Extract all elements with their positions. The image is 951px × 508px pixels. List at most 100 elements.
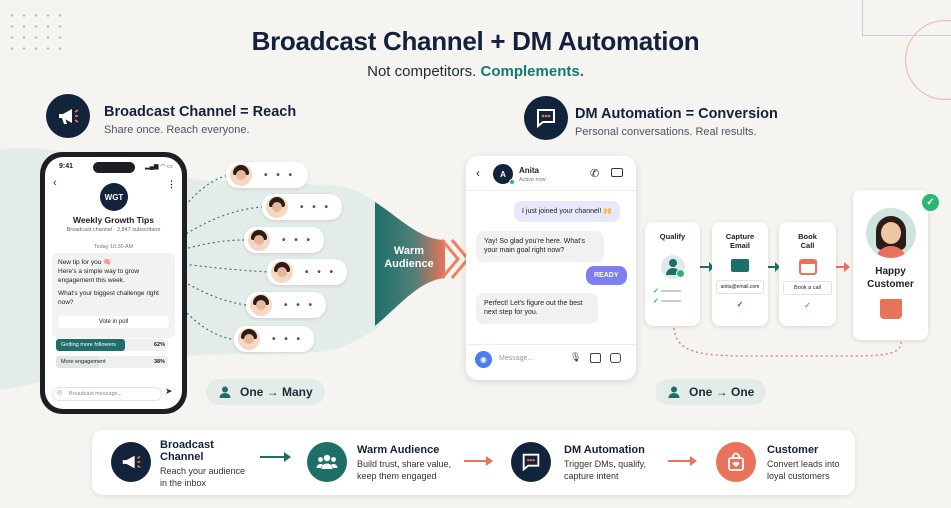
process-step-dm-automation: DM Automation Trigger DMs, qualify, capt… bbox=[564, 444, 660, 482]
more-vertical-icon[interactable]: ⋮ bbox=[167, 179, 176, 189]
channel-meta: Broadcast channel · 2,847 subscribers bbox=[66, 227, 161, 233]
phone-call-icon[interactable]: ✆ bbox=[590, 168, 600, 180]
person-avatar-icon bbox=[266, 196, 288, 218]
qualify-step-label: Qualify bbox=[659, 232, 686, 241]
dm-flow-connectors bbox=[673, 262, 902, 357]
chat-bubble-icon bbox=[524, 96, 568, 140]
typing-dots: • • • bbox=[282, 234, 314, 246]
one-to-many-pill: One → Many bbox=[206, 379, 325, 405]
post-line1: New tip for you 🧠 bbox=[58, 259, 112, 266]
process-step-desc: Build trust, share value, keep them enga… bbox=[357, 459, 452, 481]
dm-message-input[interactable]: Message... bbox=[499, 355, 534, 362]
one-to-one-label: One → One bbox=[689, 385, 755, 399]
typing-dots: • • • bbox=[300, 201, 332, 213]
process-step-warm-audience: Warm Audience Build trust, share value, … bbox=[357, 444, 457, 482]
typing-dots: • • • bbox=[264, 169, 296, 181]
poll-option-label: Getting more followers bbox=[61, 342, 117, 348]
person-icon bbox=[668, 386, 680, 398]
dm-chat-window: ‹ A Anita Active now ✆ I just joined you… bbox=[466, 156, 636, 380]
arrow-right-icon bbox=[464, 460, 488, 462]
incoming-message: I just joined your channel! 🙌 bbox=[514, 201, 621, 223]
dm-heading-subtitle: Personal conversations. Real results. bbox=[575, 126, 757, 138]
broadcast-heading-title: Broadcast Channel = Reach bbox=[104, 104, 297, 120]
person-avatar-icon bbox=[230, 164, 252, 186]
arrowhead bbox=[284, 452, 291, 462]
person-avatar-icon bbox=[238, 328, 260, 350]
ready-reply-button[interactable]: READY bbox=[586, 266, 627, 286]
poll-option-bar[interactable] bbox=[56, 356, 99, 368]
broadcast-post: New tip for you 🧠 Here's a simple way to… bbox=[52, 253, 175, 338]
back-chevron-icon[interactable]: ‹ bbox=[476, 166, 480, 180]
happy-customer-card: Happy Customer bbox=[853, 190, 928, 340]
funnel-chevrons bbox=[440, 239, 470, 279]
microphone-icon[interactable]: 🎙 bbox=[570, 352, 582, 362]
shopping-bag-icon bbox=[879, 299, 902, 319]
outgoing-message: Perfect! Let's figure out the best next … bbox=[476, 293, 598, 324]
vote-in-poll-button[interactable]: Vote in poll bbox=[58, 315, 169, 328]
poll-option-percent: 62% bbox=[154, 342, 166, 348]
success-check-icon: ✓ bbox=[922, 194, 939, 211]
chat-bubble-icon bbox=[511, 442, 551, 482]
typing-dots: • • • bbox=[272, 333, 304, 345]
customer-label: Happy Customer bbox=[867, 266, 914, 290]
one-to-one-pill: One → One bbox=[655, 379, 767, 405]
post-timestamp: Today 10:30 AM bbox=[93, 244, 134, 250]
page-title: Broadcast Channel + DM Automation bbox=[251, 26, 700, 56]
subscriber-bubble: • • • bbox=[262, 194, 342, 220]
phone-mockup: 9:41 ▂▄▆ ◠ ▭ ‹ ⋮ WGT Weekly Growth Tips … bbox=[40, 152, 187, 414]
envelope-icon bbox=[731, 258, 749, 272]
process-step-customer: Customer Convert leads into loyal custom… bbox=[767, 444, 853, 482]
person-avatar-icon bbox=[271, 261, 293, 283]
capture-email-step-label: Capture Email bbox=[725, 232, 755, 251]
process-step-title: Customer bbox=[767, 444, 819, 456]
book-a-call-field[interactable]: Book a call bbox=[783, 280, 832, 295]
send-icon[interactable]: ➤ bbox=[165, 386, 173, 396]
process-step-title: Broadcast Channel bbox=[160, 439, 214, 463]
back-arrow-icon[interactable]: ‹ bbox=[53, 177, 57, 189]
process-step-title: DM Automation bbox=[564, 444, 645, 456]
person-avatar-icon bbox=[250, 294, 272, 316]
broadcast-message-input[interactable]: Broadcast message... bbox=[52, 387, 162, 401]
post-question: What's your biggest challenge right now? bbox=[58, 290, 159, 307]
process-step-title: Warm Audience bbox=[357, 444, 440, 456]
subscriber-bubble: • • • bbox=[226, 162, 308, 188]
decorative-dot-grid bbox=[6, 10, 68, 54]
online-indicator bbox=[509, 179, 515, 185]
subscriber-bubble: • • • bbox=[267, 259, 347, 285]
shopping-bag-heart-icon bbox=[716, 442, 756, 482]
subtitle-accent: Complements. bbox=[480, 63, 584, 80]
attach-icon[interactable]: ◎ bbox=[57, 390, 63, 396]
post-line2: Here's a simple way to grow engagement t… bbox=[58, 267, 140, 284]
image-icon[interactable] bbox=[590, 353, 601, 363]
book-call-step-label: Book Call bbox=[798, 232, 817, 251]
poll-option-bar[interactable] bbox=[56, 339, 126, 351]
subtitle-plain: Not competitors. bbox=[367, 63, 477, 80]
check-icon: ✓ bbox=[804, 300, 811, 310]
person-avatar-icon bbox=[248, 229, 270, 251]
subscriber-bubble: • • • bbox=[234, 326, 314, 352]
page-subtitle: Not competitors. Complements. bbox=[0, 63, 951, 80]
broadcast-heading: Broadcast Channel = Reach Share once. Re… bbox=[104, 104, 296, 136]
dm-heading: DM Automation = Conversion Personal conv… bbox=[575, 106, 778, 138]
warm-audience-funnel bbox=[375, 202, 445, 326]
chat-header-divider bbox=[466, 190, 636, 191]
channel-name: Weekly Growth Tips bbox=[73, 215, 154, 225]
sticker-icon[interactable] bbox=[610, 353, 621, 363]
channel-avatar: WGT bbox=[100, 183, 128, 211]
book-call-step-card: Book Call Book a call ✓ bbox=[779, 222, 836, 326]
funnel-label: Warm Audience bbox=[384, 245, 434, 271]
typing-dots: • • • bbox=[305, 266, 337, 278]
checklist-icon: ✓ ✓ bbox=[645, 287, 700, 307]
email-field[interactable]: anita@email.com bbox=[716, 279, 764, 294]
dm-heading-title: DM Automation = Conversion bbox=[575, 106, 778, 122]
arrowhead bbox=[486, 456, 493, 466]
megaphone-icon bbox=[111, 442, 151, 482]
poll-option-label: More engagement bbox=[61, 359, 106, 365]
broadcast-heading-subtitle: Share once. Reach everyone. bbox=[104, 124, 250, 136]
arrow-right-icon bbox=[260, 456, 286, 458]
arrowhead bbox=[690, 456, 697, 466]
video-call-icon[interactable] bbox=[611, 168, 623, 177]
decorative-corner-line bbox=[862, 0, 951, 36]
camera-icon[interactable]: ◉ bbox=[475, 351, 492, 368]
process-step-desc: Convert leads into loyal customers bbox=[767, 459, 840, 481]
